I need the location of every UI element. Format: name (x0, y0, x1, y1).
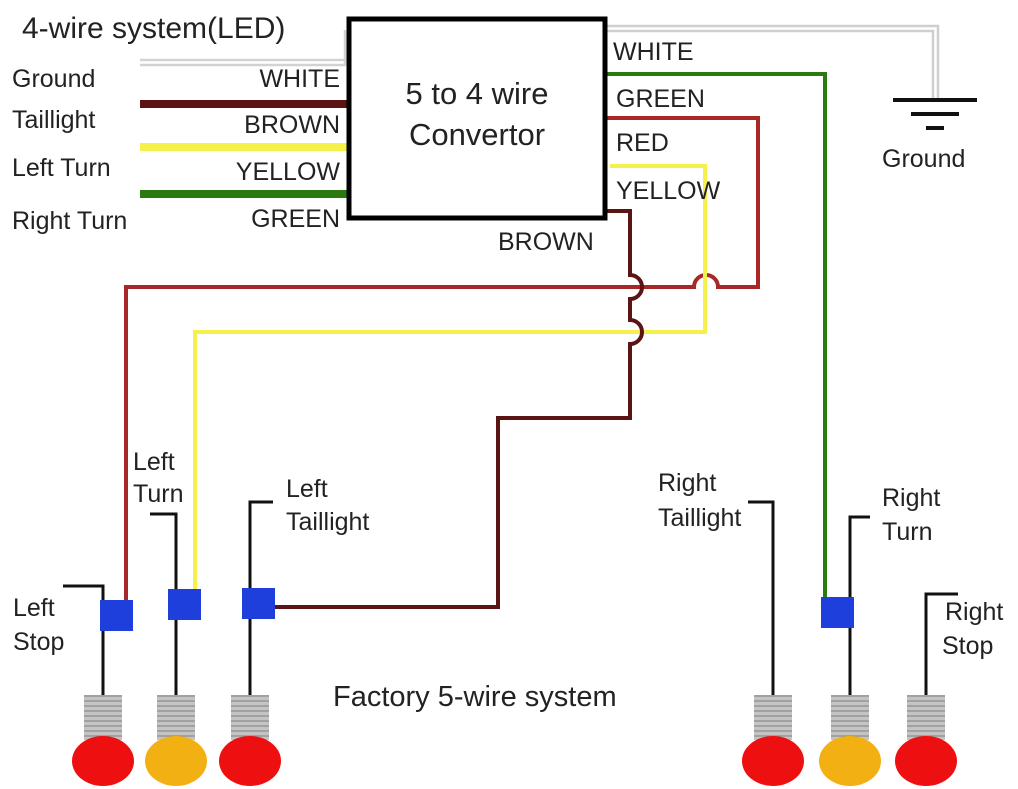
input-brown-label: BROWN (244, 111, 340, 139)
input-function-labels: Ground Taillight Left Turn Right Turn (12, 65, 127, 235)
left-stop-connector (100, 600, 133, 631)
left-taillight-connector (242, 588, 275, 619)
lamp-labels: Left Turn Left Taillight Left Stop Right… (13, 448, 1003, 660)
left-turn-label-line2: Turn (133, 480, 183, 508)
lamp-lead-wires (63, 500, 958, 698)
input-yellow-label: YELLOW (236, 158, 341, 186)
red-lens (742, 736, 804, 786)
right-stop-label-line1: Right (945, 598, 1003, 626)
converter-label-line2: Convertor (409, 117, 545, 152)
right-turn-lead (848, 515, 870, 698)
right-turn-label-line1: Right (882, 484, 940, 512)
input-white-label: WHITE (259, 65, 340, 93)
bulb-left-stop (72, 695, 134, 786)
bulb-right-taillight (742, 695, 804, 786)
output-green-label: GREEN (616, 85, 705, 113)
output-white-label: WHITE (613, 38, 694, 66)
bulb-base (157, 695, 195, 740)
ground-label: Ground (882, 145, 965, 173)
red-lens (895, 736, 957, 786)
bulb-right-stop (895, 695, 957, 786)
white-ground-wire (600, 24, 940, 98)
converter-box (346, 16, 608, 221)
yellow-output-wire (193, 164, 707, 596)
left-stop-label-line1: Left (13, 594, 55, 622)
ground-symbol (893, 98, 977, 130)
right-taillight-label-line2: Taillight (658, 504, 741, 532)
bulb-base (831, 695, 869, 740)
bulb-base (907, 695, 945, 740)
white-ground-wire-2 (600, 29, 935, 98)
right-stop-lead (924, 592, 958, 698)
bulb-base (84, 695, 122, 740)
bulb-base (754, 695, 792, 740)
output-yellow-label: YELLOW (616, 177, 721, 205)
splice-connectors (100, 588, 854, 631)
right-stop-label-line2: Stop (942, 632, 993, 660)
bulb-left-turn (145, 695, 207, 786)
input-wires (140, 22, 352, 198)
left-stop-lead (63, 584, 105, 698)
left-turn-connector (168, 589, 201, 620)
white-input-wire-2 (140, 30, 347, 67)
amber-lens (819, 736, 881, 786)
left-turn-function-label: Left Turn (12, 154, 111, 182)
green-output-wire (605, 72, 827, 600)
input-wire-labels: WHITE BROWN YELLOW GREEN (236, 65, 341, 233)
bulb-right-turn (819, 695, 881, 786)
output-wire-labels: WHITE GREEN RED YELLOW BROWN (498, 38, 721, 256)
taillight-function-label: Taillight (12, 106, 95, 134)
red-lens (219, 736, 281, 786)
left-turn-lead (150, 512, 178, 698)
output-wires (124, 24, 940, 609)
ground-function-label: Ground (12, 65, 95, 93)
left-stop-label-line2: Stop (13, 628, 64, 656)
left-taillight-label-line1: Left (286, 475, 328, 503)
factory-system-label: Factory 5-wire system (333, 681, 617, 713)
right-turn-connector (821, 597, 854, 628)
right-turn-function-label: Right Turn (12, 207, 127, 235)
left-turn-label-line1: Left (133, 448, 175, 476)
right-taillight-lead (748, 500, 775, 698)
left-taillight-lead (248, 500, 273, 698)
red-output-wire (124, 116, 760, 600)
right-taillight-label-line1: Right (658, 469, 716, 497)
output-brown-label: BROWN (498, 228, 594, 256)
brown-output-wire (275, 209, 644, 609)
red-lens (72, 736, 134, 786)
bulb-left-taillight (219, 695, 281, 786)
right-turn-label-line2: Turn (882, 518, 932, 546)
bulb-base (231, 695, 269, 740)
input-green-label: GREEN (251, 205, 340, 233)
system-title: 4-wire system(LED) (22, 12, 285, 45)
left-taillight-label-line2: Taillight (286, 508, 369, 536)
converter-label-line1: 5 to 4 wire (405, 76, 548, 111)
amber-lens (145, 736, 207, 786)
output-red-label: RED (616, 129, 669, 157)
